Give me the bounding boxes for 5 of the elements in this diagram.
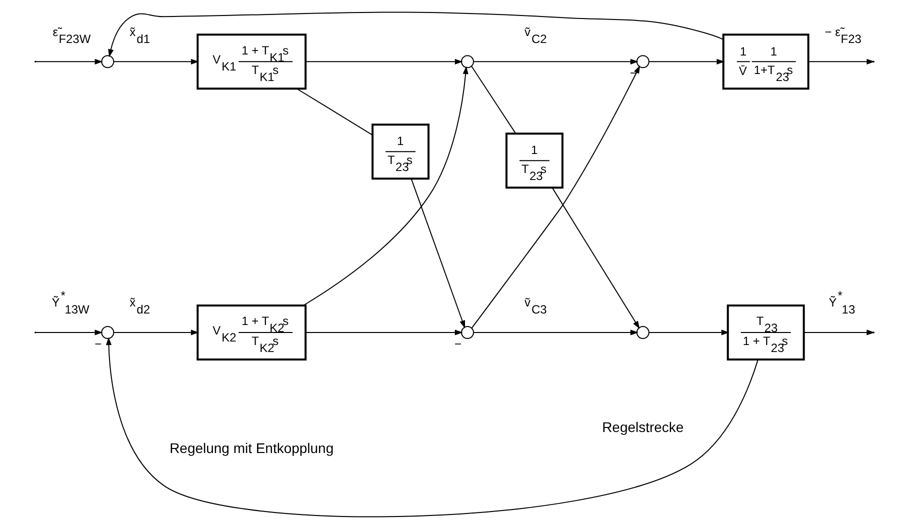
node-label: − bbox=[454, 337, 461, 352]
label: Regelstrecke bbox=[602, 419, 684, 436]
label: Regelung mit Entkopplung bbox=[169, 440, 334, 456]
node-label: − bbox=[629, 66, 636, 80]
node-label: − bbox=[94, 337, 102, 352]
